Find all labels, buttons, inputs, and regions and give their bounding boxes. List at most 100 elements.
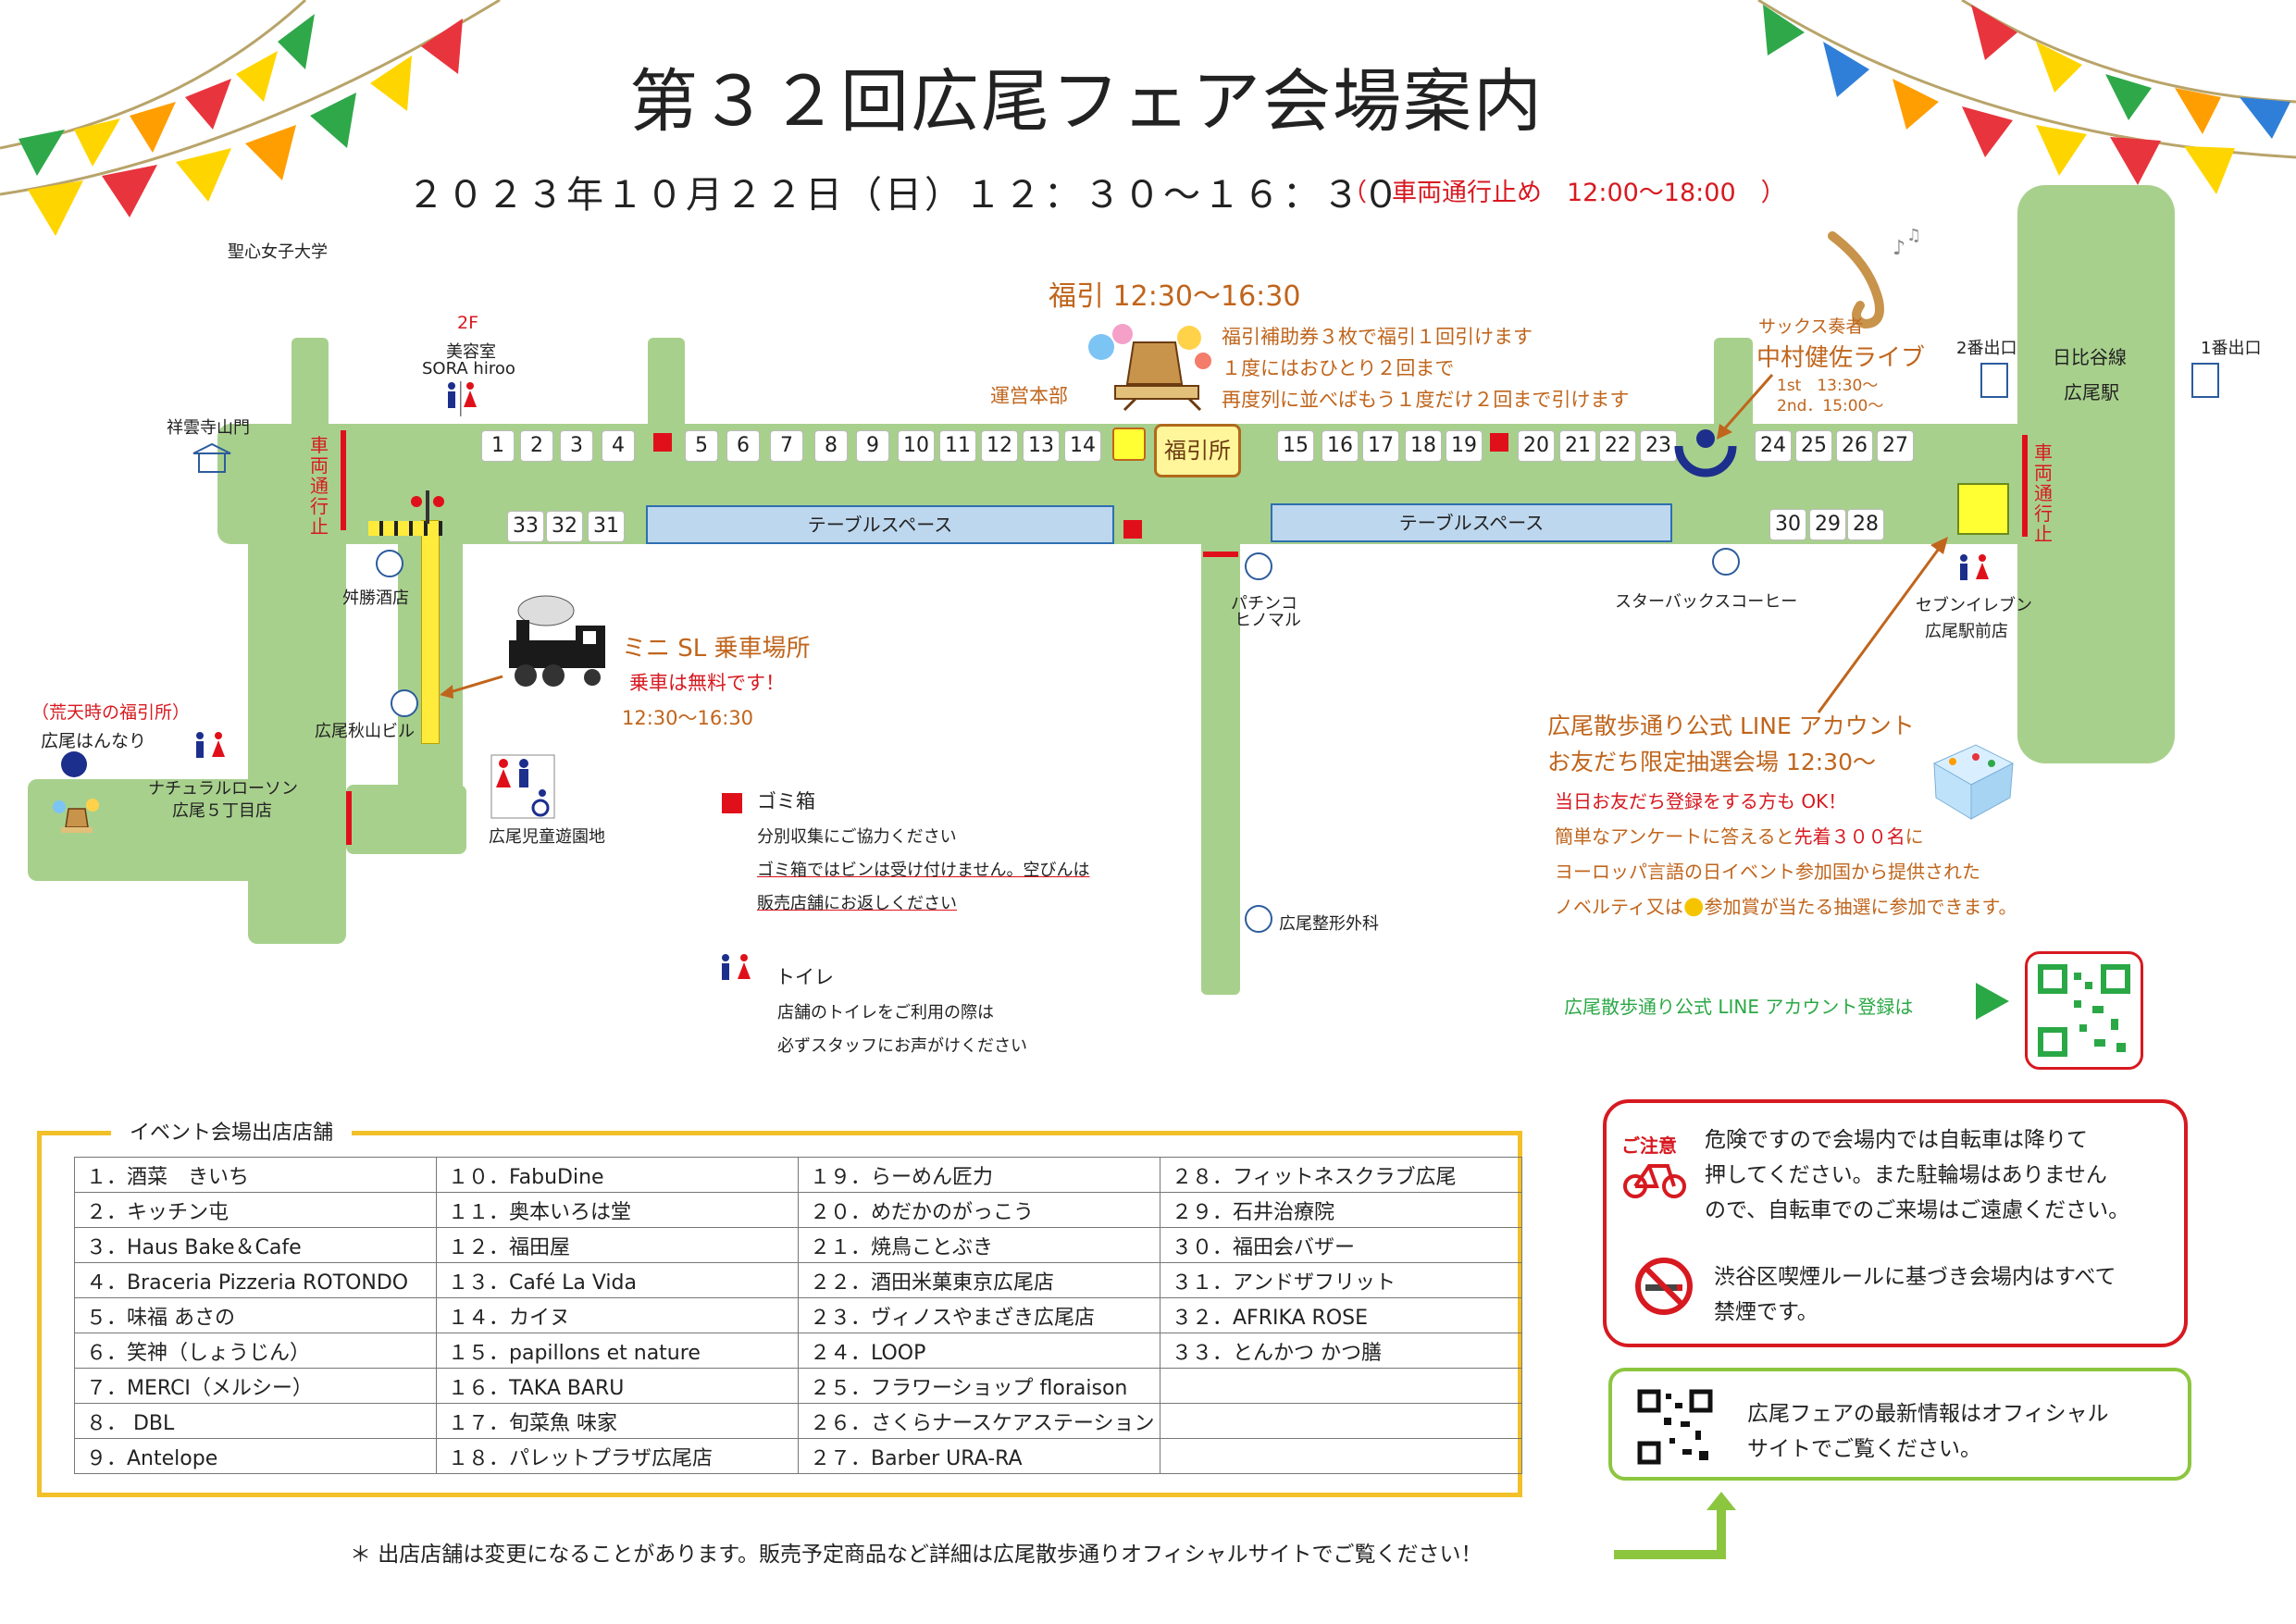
play-arrow-icon [1976,983,2009,1020]
seven-line-1: セブンイレブン [1916,596,2032,615]
hq-label: 運営本部 [990,385,1068,407]
booth[interactable]: 11 [939,430,976,462]
toilet-icon [1960,554,1989,580]
sl-track [421,520,440,744]
table-row: ５．味福 あさの １４．カイヌ ２３．ヴィノスやまざき広尾店 ３２．AFRIKA… [74,1297,1522,1333]
booth[interactable]: 7 [770,430,803,462]
smoke-text-2: 禁煙です。 [1714,1300,1818,1324]
sl-arrow [440,675,503,699]
booth[interactable]: 21 [1559,430,1596,462]
booth[interactable]: 17 [1362,430,1399,462]
subway-logo-icon [1674,429,1737,477]
line-note-1: 当日お友だち登録をする方も OK！ [1555,790,1847,812]
shop-cell: １７．旬菜魚 味家 [436,1403,799,1439]
rain-lottery-label: （荒天時の福引所） [31,702,191,723]
caution-box [1603,1099,2188,1347]
shop-cell: ８． DBL [74,1403,437,1439]
shop-cell: ９．Antelope [74,1438,437,1474]
booth[interactable]: 5 [685,430,718,462]
sora-line-2: SORA hiroo [422,359,515,378]
svg-text:♪: ♪ [1893,237,1905,260]
booth[interactable]: 31 [588,511,625,542]
toilet-legend-icon [722,954,751,980]
shop-cell: １２．福田屋 [436,1227,799,1263]
shop-cell: ２．キッチン屯 [74,1192,437,1228]
trash-note-2: ゴミ箱ではビンは受け付けません。空びんは [757,861,1090,880]
booth[interactable]: 12 [981,430,1018,462]
clinic-marker [1245,905,1272,933]
right-upper-road [1714,338,1753,440]
no-vehicle-left-label: 車両通行止 [310,434,329,538]
booth[interactable]: 9 [856,430,889,462]
sl-time: 12:30〜16:30 [622,707,754,729]
trash-legend-icon [722,793,742,813]
booth[interactable]: 27 [1877,430,1914,462]
clinic-label: 広尾整形外科 [1279,914,1379,934]
pachinko-line-2: ヒノマル [1235,611,1301,630]
pachinko-line-1: パチンコ [1231,594,1297,614]
booth[interactable]: 4 [602,430,635,462]
trash-marker [1123,520,1142,539]
booth[interactable]: 13 [1023,430,1060,462]
booth[interactable]: 8 [814,430,848,462]
playground-label: 広尾児童遊園地 [489,827,605,847]
booth[interactable]: 19 [1446,430,1483,462]
benkatsu-marker [376,550,403,577]
shop-cell [1160,1403,1522,1439]
seven-line-2: 広尾駅前店 [1925,622,2008,641]
sax-1st: 1st 13:30〜 [1777,377,1879,395]
qr-code-icon [2038,964,2130,1057]
bike-text-2: 押してください。また駐輪場はありません [1705,1163,2107,1187]
booth[interactable]: 23 [1640,430,1677,462]
table-space-left: テーブルスペース [646,505,1114,544]
booth[interactable]: 33 [507,511,544,542]
booth[interactable]: 32 [546,511,583,542]
booth[interactable]: 30 [1769,509,1806,540]
shop-list-heading: イベント会場出店店舗 [111,1116,353,1146]
table-space-right: テーブルスペース [1271,503,1672,542]
shop-cell: ２５．フラワーショップ floraison [798,1368,1160,1404]
trash-legend-title: ゴミ箱 [757,790,815,812]
saxophone-icon: ♪♫ [1828,227,1921,329]
booth[interactable]: 16 [1322,430,1359,462]
booth[interactable]: 6 [726,430,760,462]
booth[interactable]: 26 [1836,430,1873,462]
booth[interactable]: 10 [898,430,935,462]
booth[interactable]: 15 [1277,430,1314,462]
official-qr-code[interactable] [1636,1388,1714,1466]
booth[interactable]: 14 [1064,430,1101,462]
official-arrow [1614,1492,1736,1559]
trash-marker [653,433,672,452]
railroad-crossing-icon [411,490,444,524]
bunting-decoration-left [0,0,501,236]
line-register-label: 広尾散歩通り公式 LINE アカウント登録は [1564,996,1914,1018]
booth[interactable]: 1 [481,430,515,462]
booth[interactable]: 28 [1847,509,1884,540]
shop-cell [1160,1368,1522,1404]
booth[interactable]: 22 [1599,430,1636,462]
line-note-4b: 参加賞が当たる抽選に参加できます。 [1704,896,2017,918]
shop-cell: １５．papillons et nature [436,1333,799,1369]
booth[interactable]: 20 [1518,430,1555,462]
booth[interactable]: 25 [1795,430,1832,462]
booth[interactable]: 2 [520,430,553,462]
benkatsu-label: 舛勝酒店 [342,589,409,608]
shop-table: １．酒菜 きいち １０．FabuDine １９．らーめん匠力 ２８．フィットネス… [74,1157,1522,1474]
line-qr-code[interactable] [2025,951,2143,1070]
exit2-label: 2番出口 [1956,339,2017,358]
official-text-1: 広尾フェアの最新情報はオフィシャル [1747,1402,2109,1426]
booth[interactable]: 24 [1755,430,1792,462]
akiyama-label: 広尾秋山ビル [315,722,415,741]
sl-free: 乗車は無料です！ [629,672,785,694]
shop-cell: ２４．LOOP [798,1333,1160,1369]
shop-cell: ２８．フィットネスクラブ広尾 [1160,1157,1522,1193]
booth[interactable]: 3 [560,430,593,462]
fukubiki-place[interactable]: 福引所 [1154,424,1241,477]
official-site-box [1608,1368,2191,1481]
toilet-note-2: 必ずスタッフにお声がけください [777,1036,1027,1056]
trash-note-1: 分別収集にご協力ください [757,827,957,847]
booth[interactable]: 18 [1405,430,1442,462]
line-note-2c: に [1905,825,1924,848]
table-row: ２．キッチン屯 １１．奥本いろは堂 ２０．めだかのがっこう ２９．石井治療院 [74,1192,1522,1228]
booth[interactable]: 29 [1809,509,1846,540]
